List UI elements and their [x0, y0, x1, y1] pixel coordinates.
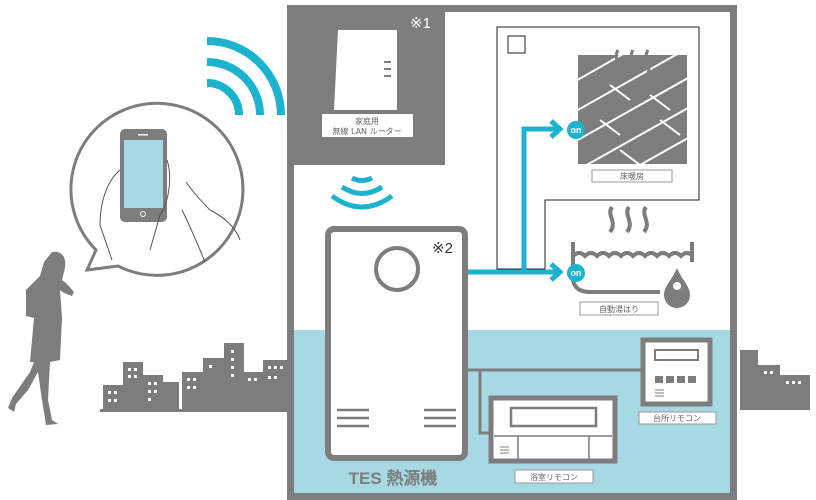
- city-right-icon: [740, 350, 810, 410]
- floor-heating-icon: [578, 49, 687, 164]
- router-icon: [334, 30, 397, 110]
- bath-remote-label-box: [514, 469, 594, 484]
- person-icon: [8, 251, 74, 425]
- auto-bath-on-badge: [567, 264, 585, 282]
- router-label-box: [322, 114, 413, 137]
- router-label-2: 無線 LAN ルーター: [332, 126, 401, 136]
- floor-heating-label: 床暖房: [620, 171, 644, 181]
- city-left-icon: [100, 343, 288, 412]
- auto-bath-label-box: [579, 301, 659, 316]
- heat-source-note: ※2: [432, 240, 453, 257]
- heat-source-unit: [325, 226, 468, 461]
- remote-cable: [468, 368, 645, 435]
- kitchen-remote-label: 台所リモコン: [653, 413, 701, 423]
- bath-remote-icon: [488, 395, 618, 464]
- kitchen-remote-icon: [640, 337, 713, 407]
- room-checkbox: [507, 35, 526, 54]
- auto-bath-status: on: [571, 268, 582, 278]
- kitchen-remote-label-box: [638, 411, 717, 425]
- flame-icon: [664, 268, 690, 308]
- floor-heating-on-badge: [567, 121, 585, 139]
- smartphone-icon: [120, 129, 167, 222]
- wifi-icon: [206, 37, 285, 116]
- auto-bath-label: 自動湯はり: [599, 304, 639, 314]
- router-wifi-icon: [330, 175, 394, 210]
- floor-heating-status: on: [571, 125, 582, 135]
- bathtub-icon: [571, 205, 695, 294]
- heat-source-label: TES 熱源機: [349, 468, 438, 488]
- bath-remote-label: 浴室リモコン: [530, 472, 578, 482]
- hands-icon: [99, 159, 241, 263]
- hot-water-pipe: [468, 119, 564, 282]
- router-label-1: 家庭用: [355, 116, 379, 126]
- house-frame: [287, 5, 737, 500]
- floor-heating-label-box: [591, 169, 673, 183]
- router-note: ※1: [410, 15, 431, 32]
